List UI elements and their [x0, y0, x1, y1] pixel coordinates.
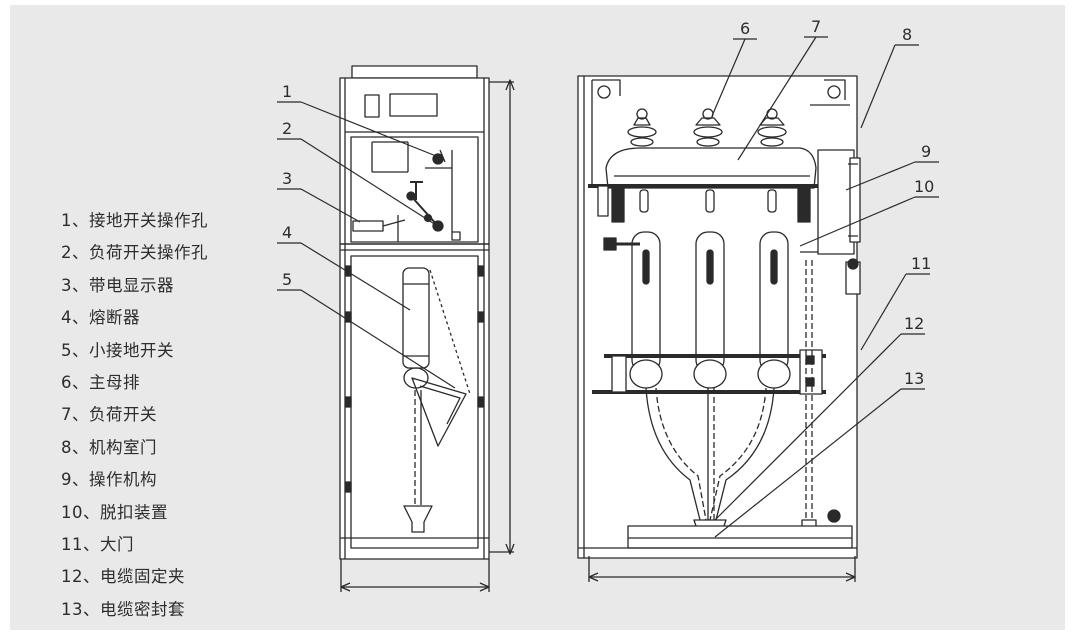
legend-item-1: 1、接地开关操作孔: [61, 211, 208, 230]
front-dimensions: [340, 79, 515, 592]
callout-3: 3: [282, 169, 292, 188]
callout-7: 7: [811, 17, 821, 36]
legend-item-8: 8、机构室门: [61, 437, 157, 457]
side-view: [577, 75, 861, 559]
side-dimensions: [588, 556, 856, 582]
callout-numbers: 1 2 3 4 5 6 7 8 9 10 11 12 13: [282, 17, 934, 388]
legend-list: 1、接地开关操作孔 2、负荷开关操作孔 3、带电显示器 4、熔断器 5、小接地开…: [61, 205, 208, 626]
legend-item-12: 12、电缆固定夹: [61, 567, 185, 587]
legend-item-13: 13、电缆密封套: [61, 599, 185, 619]
legend-item-11: 11、大门: [61, 535, 134, 555]
callout-2: 2: [282, 119, 292, 138]
legend-item-4: 4、熔断器: [61, 308, 140, 328]
legend-item-9: 9、操作机构: [61, 470, 157, 490]
callout-5: 5: [282, 270, 292, 289]
callout-1: 1: [282, 82, 292, 101]
legend-item-2: 2、负荷开关操作孔: [61, 243, 208, 263]
callout-9: 9: [921, 142, 931, 161]
callout-4: 4: [282, 223, 292, 242]
front-view: [339, 65, 490, 560]
legend-item-10: 10、脱扣装置: [61, 502, 168, 522]
leader-lines: [277, 36, 939, 538]
legend-item-6: 6、主母排: [61, 373, 140, 393]
legend-item-5: 5、小接地开关: [61, 340, 174, 360]
callout-13: 13: [904, 369, 924, 388]
legend-item-7: 7、负荷开关: [61, 405, 157, 425]
callout-6: 6: [740, 19, 750, 38]
diagram-panel: [10, 5, 1065, 630]
callout-10: 10: [914, 177, 934, 196]
callout-8: 8: [902, 25, 912, 44]
callout-12: 12: [904, 314, 924, 333]
legend-item-3: 3、带电显示器: [61, 275, 174, 295]
callout-11: 11: [911, 254, 931, 273]
